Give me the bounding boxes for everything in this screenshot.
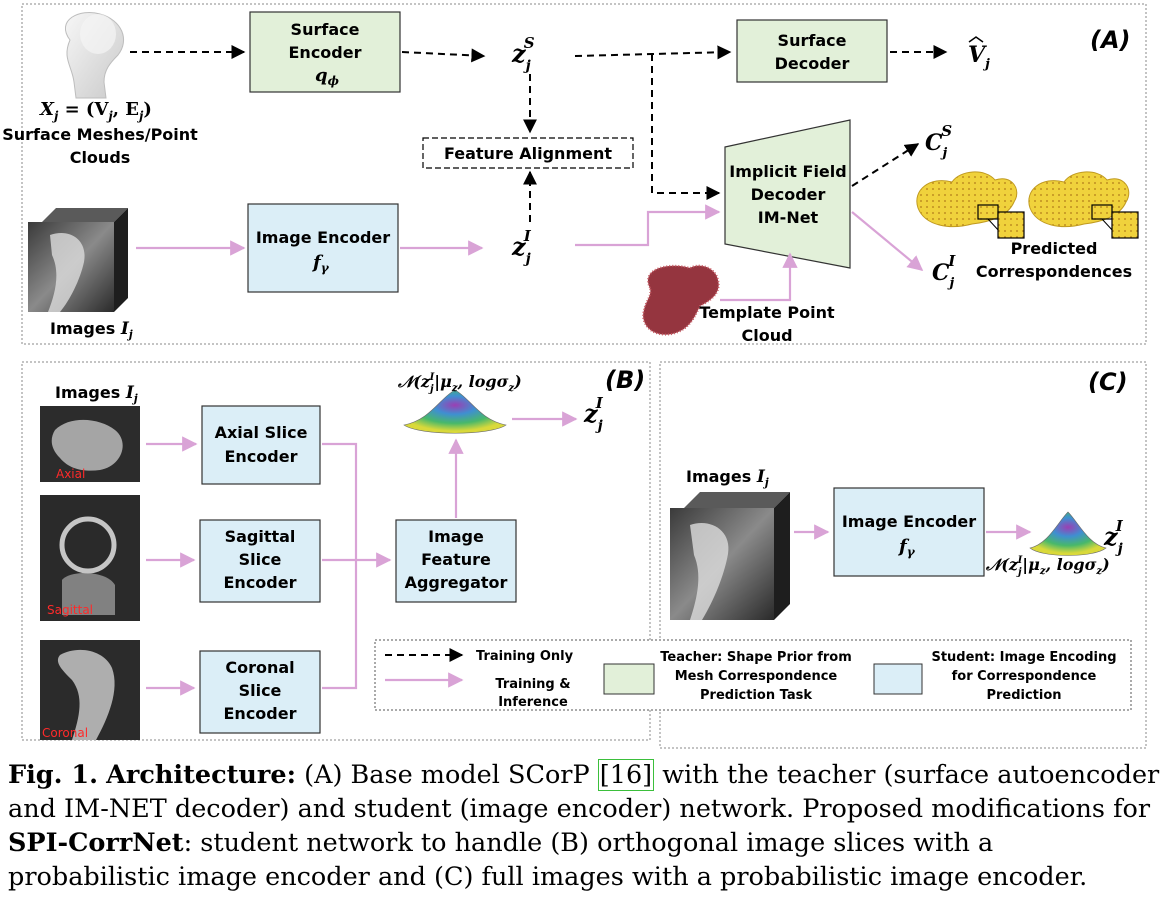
- aggregator-box: [395, 519, 517, 603]
- coronal-slice-image: [40, 640, 140, 740]
- aggregator-label-1: Image: [428, 527, 484, 546]
- sagittal-encoder-label-3: Encoder: [224, 573, 297, 592]
- legend-student-1: Student: Image Encoding: [931, 650, 1116, 665]
- latent-zi-c: zjI: [1103, 517, 1124, 557]
- legend-training-inference-2: Inference: [498, 695, 568, 710]
- legend-student-swatch: [873, 663, 923, 695]
- caption-citation-link[interactable]: [16]: [597, 759, 655, 791]
- panel-a-solid-arrows: [136, 204, 924, 302]
- template-label-1: Template Point: [699, 303, 835, 322]
- legend-teacher-2: Mesh Correspondence: [675, 669, 838, 684]
- surface-encoder-symbol: qϕ: [315, 65, 340, 88]
- axial-encoder-label-1: Axial Slice: [215, 423, 308, 442]
- output-ci: CjI: [932, 252, 956, 291]
- surface-input-label-line2: Clouds: [70, 148, 131, 167]
- predicted-correspondences-image: [916, 171, 1139, 239]
- legend-training-inference-1: Training &: [495, 677, 570, 692]
- panel-a-frame: [21, 3, 1147, 345]
- images-label-b: Images Ij: [55, 383, 138, 405]
- legend-teacher-3: Prediction Task: [700, 688, 812, 703]
- sagittal-encoder-label-1: Sagittal: [225, 527, 296, 546]
- predicted-label-2: Correspondences: [976, 262, 1132, 281]
- input-formula: Xj = (Vj, Ej): [39, 99, 152, 123]
- coronal-encoder-label-3: Encoder: [224, 704, 297, 723]
- feature-alignment-label: Feature Alignment: [444, 144, 612, 163]
- caption-text-1: (A) Base model SCorP: [296, 760, 598, 790]
- coronal-encoder-label-1: Coronal: [225, 658, 294, 677]
- latent-zi: zjI: [511, 227, 532, 267]
- surface-encoder-box: [249, 11, 401, 93]
- surface-encoder-label-1: Surface: [291, 20, 360, 39]
- distribution-label-c: 𝒩(zjI|μz, logσz): [985, 555, 1110, 578]
- surface-input-label-line1: Surface Meshes/Point: [2, 125, 198, 144]
- template-point-cloud-image: [642, 264, 720, 336]
- coronal-encoder-box: [199, 650, 321, 734]
- caption-text-2: with the teacher (surface autoencoder an…: [8, 760, 1160, 824]
- legend-teacher-1: Teacher: Shape Prior from: [660, 650, 852, 665]
- distribution-label-b: 𝒩(zjI|μz, logσz): [397, 372, 522, 395]
- feature-alignment-box: [422, 137, 634, 169]
- image-encoder-label-a: Image Encoder: [256, 228, 390, 247]
- slice-tag-coronal: Coronal: [42, 726, 88, 740]
- surface-decoder-label-1: Surface: [778, 31, 847, 50]
- femur-mesh-image: [64, 12, 124, 99]
- surface-encoder-label-2: Encoder: [289, 43, 362, 62]
- panel-b-arrows: [146, 411, 578, 696]
- implicit-decoder-label-1: Implicit Field: [729, 162, 846, 181]
- aggregator-label-3: Aggregator: [405, 573, 508, 592]
- slice-tag-axial: Axial: [56, 467, 85, 481]
- legend-box: [374, 639, 1132, 711]
- caption-title: Architecture:: [106, 760, 297, 790]
- gaussian-distribution-b: [403, 389, 507, 434]
- image-encoder-box-a: [247, 203, 399, 293]
- axial-encoder-box: [201, 405, 321, 485]
- axial-encoder-label-2: Encoder: [225, 447, 298, 466]
- predicted-label-1: Predicted: [1011, 239, 1098, 258]
- surface-decoder-label-2: Decoder: [775, 54, 850, 73]
- latent-zs: zjS: [511, 34, 535, 74]
- sagittal-encoder-label-2: Slice: [239, 550, 282, 569]
- axial-slice-image: [40, 406, 140, 482]
- ct-volume-image-c: [670, 492, 790, 620]
- surface-decoder-box: [736, 19, 888, 83]
- output-cs: CjS: [925, 122, 952, 161]
- panel-b-tag: (B): [605, 366, 645, 394]
- panel-c-tag: (C): [1088, 368, 1128, 396]
- coronal-encoder-label-2: Slice: [239, 681, 282, 700]
- sagittal-encoder-box: [199, 519, 321, 603]
- architecture-diagram: (A) Xj = (Vj, Ej) Surface Meshes/Point C…: [2, 3, 1147, 749]
- images-label-a: Images Ij: [50, 319, 133, 341]
- implicit-decoder-label-2: Decoder: [751, 185, 826, 204]
- panel-b-frame: [21, 361, 651, 741]
- caption-fig-label: Fig. 1.: [8, 760, 98, 790]
- template-label-2: Cloud: [741, 326, 792, 345]
- sagittal-slice-image: [40, 495, 140, 621]
- hat-mark: [968, 36, 984, 43]
- aggregator-label-2: Feature: [421, 550, 491, 569]
- legend-student-3: Prediction: [986, 688, 1061, 703]
- figure-caption: Fig. 1. Architecture: (A) Base model SCo…: [8, 758, 1160, 894]
- legend-student-2: for Correspondence: [952, 669, 1097, 684]
- images-label-c: Images Ij: [686, 467, 769, 489]
- caption-text-3: : student network to handle (B) orthogon…: [8, 828, 1088, 892]
- implicit-decoder-box: [724, 119, 851, 269]
- panel-a-dashed-arrows: [130, 45, 948, 222]
- legend-training-only: Training Only: [476, 649, 574, 664]
- implicit-decoder-label-3: IM-Net: [758, 208, 819, 227]
- decoder-output-v: Vj: [968, 42, 990, 72]
- latent-zi-b: zjI: [583, 394, 604, 434]
- slice-tag-sagittal: Sagittal: [47, 603, 93, 617]
- caption-method-name: SPI-CorrNet: [8, 828, 184, 858]
- gaussian-distribution-c: [1029, 511, 1107, 556]
- image-encoder-label-c: Image Encoder: [842, 512, 976, 531]
- image-encoder-box-c: [833, 487, 985, 577]
- legend-teacher-swatch: [603, 663, 655, 695]
- ct-volume-image-a: [28, 208, 128, 312]
- panel-a-tag: (A): [1090, 26, 1131, 54]
